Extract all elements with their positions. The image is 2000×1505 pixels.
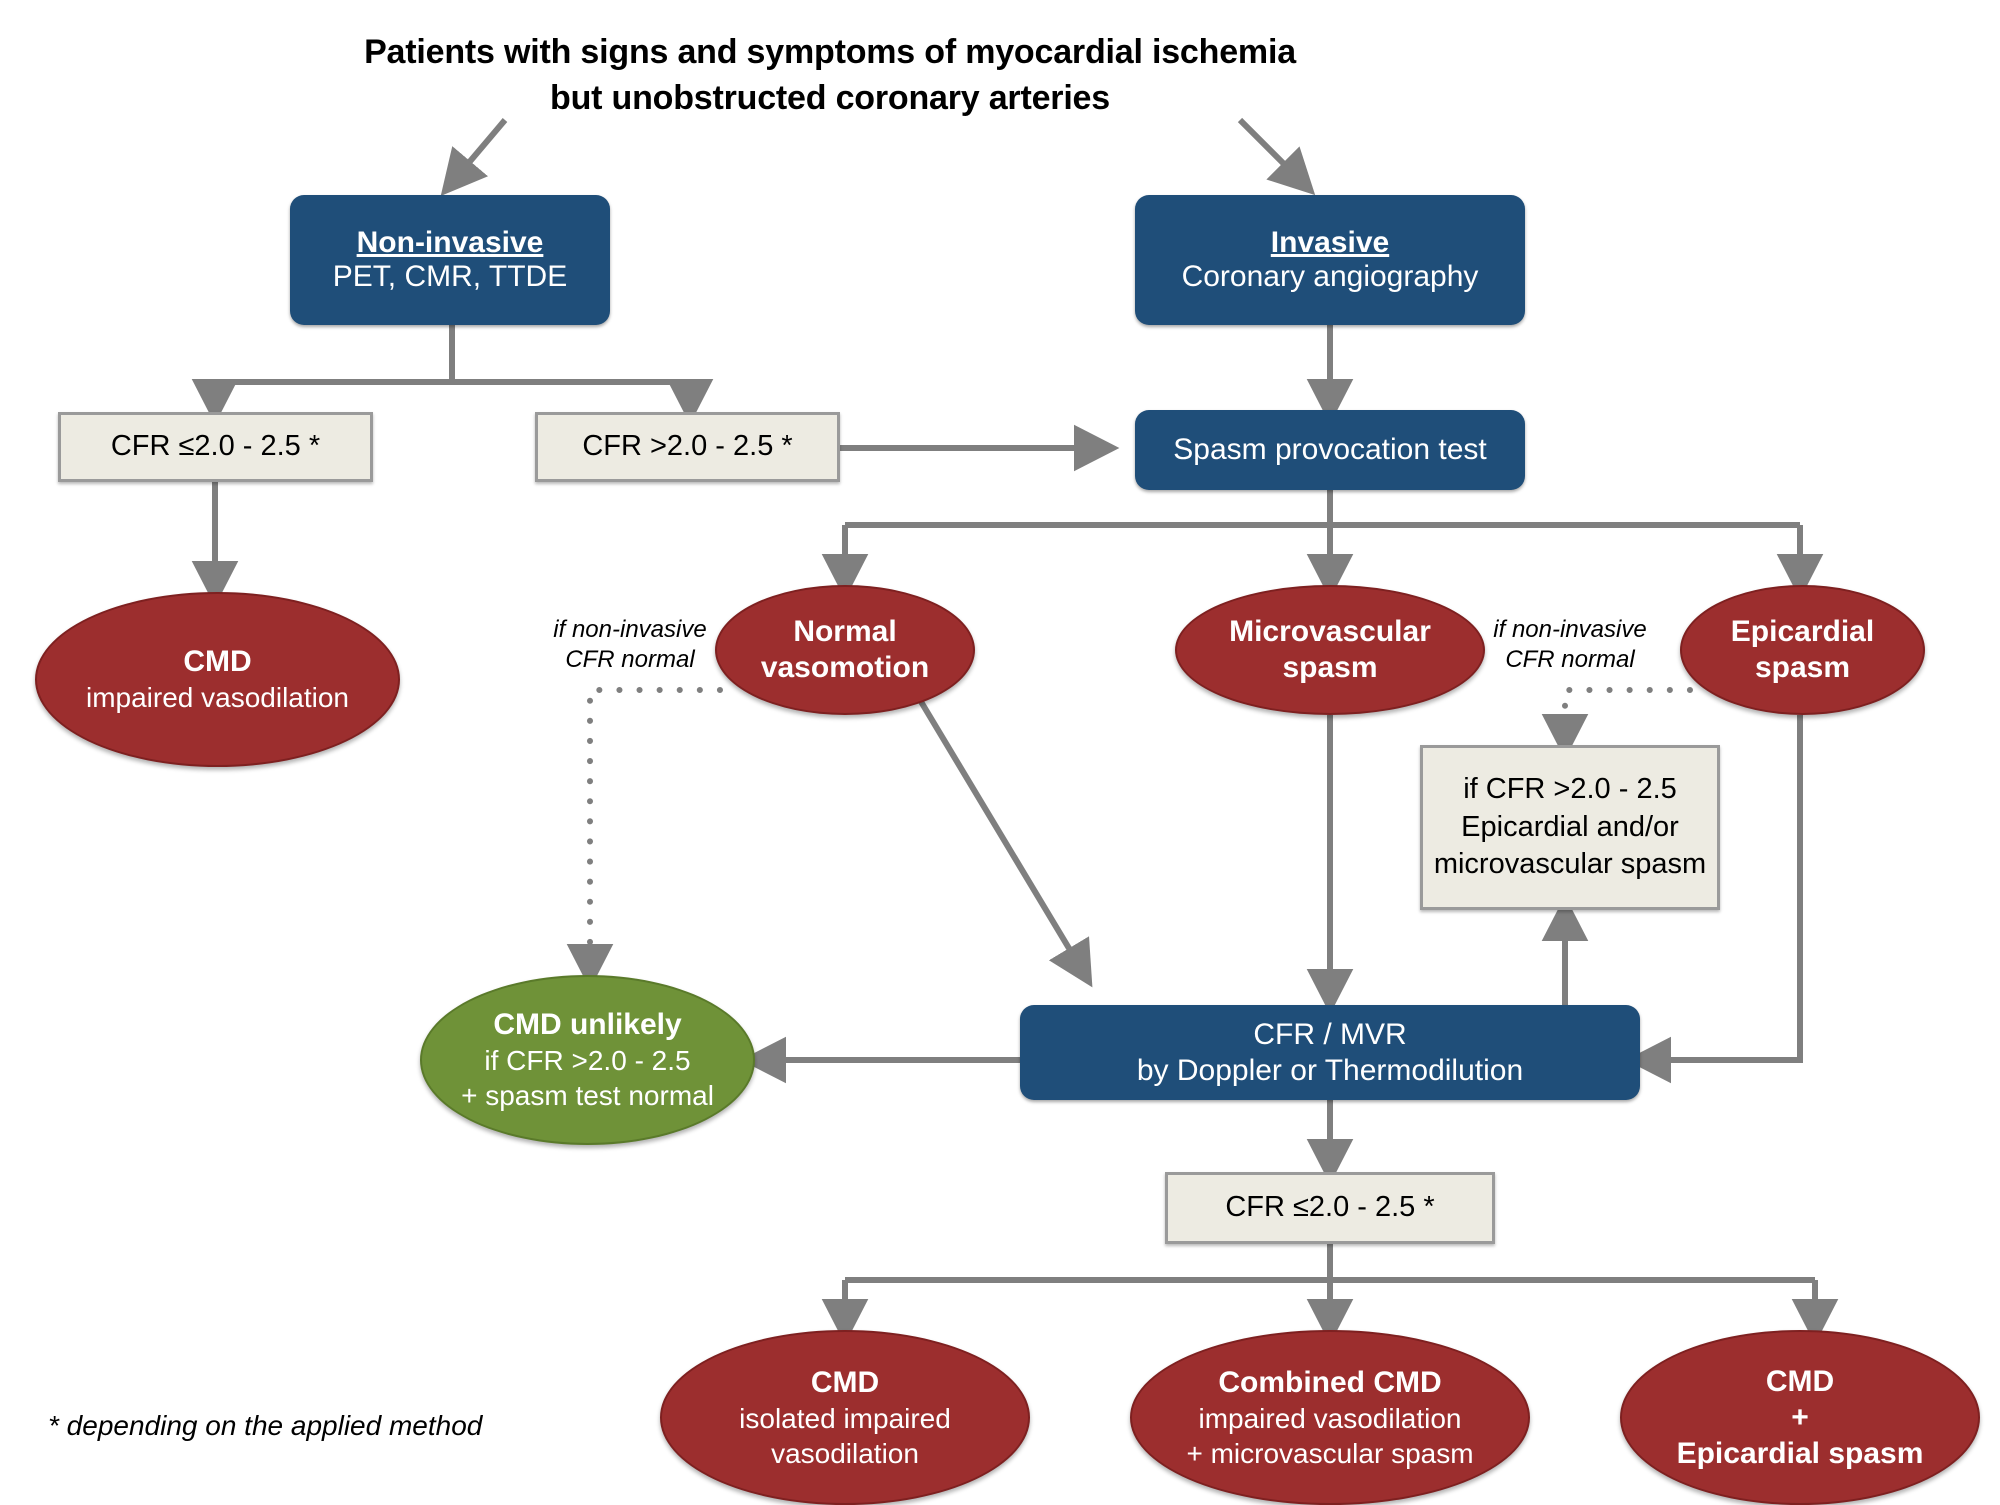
epi-micro-line-2: Epicardial and/or bbox=[1461, 810, 1679, 843]
annotation-right-if-non-invasive-cfr-normal: if non-invasive CFR normal bbox=[1470, 615, 1670, 675]
node-cmd-left-sub: impaired vasodilation bbox=[85, 682, 350, 713]
node-combined-cmd-sub-2: + microvascular spasm bbox=[1186, 1437, 1474, 1469]
node-combined-cmd-sub-1: impaired vasodilation bbox=[1198, 1402, 1462, 1434]
node-normal-vasomotion-line-2: vasomotion bbox=[760, 651, 930, 684]
node-cmd-unlikely-sub-2: + spasm test normal bbox=[461, 1080, 714, 1111]
node-cmd-unlikely-heading: CMD unlikely bbox=[493, 1008, 682, 1041]
node-non-invasive-sub: PET, CMR, TTDE bbox=[332, 260, 568, 294]
node-combined-cmd[interactable]: Combined CMD impaired vasodilation + mic… bbox=[1130, 1330, 1530, 1505]
node-cfr-mvr-heading: CFR / MVR bbox=[1253, 1018, 1407, 1052]
node-cmd-epicardial-line-2: + bbox=[1791, 1400, 1809, 1434]
node-cmd-isolated[interactable]: CMD isolated impaired vasodilation bbox=[660, 1330, 1030, 1505]
annotation-left-line-2: CFR normal bbox=[565, 646, 695, 673]
dotted-epicardial-to-epi-micro-box bbox=[1541, 687, 1693, 760]
node-non-invasive[interactable]: Non-invasive PET, CMR, TTDE bbox=[290, 195, 610, 325]
node-cfr-low-bottom[interactable]: CFR ≤2.0 - 2.5 * bbox=[1165, 1172, 1495, 1244]
node-invasive[interactable]: Invasive Coronary angiography bbox=[1135, 195, 1525, 325]
node-cmd-epicardial-line-3: Epicardial spasm bbox=[1676, 1436, 1924, 1470]
node-cfr-low-left-label: CFR ≤2.0 - 2.5 * bbox=[110, 430, 321, 463]
node-microvascular-spasm-line-2: spasm bbox=[1282, 651, 1378, 684]
node-cmd-isolated-sub-2: vasodilation bbox=[771, 1437, 919, 1469]
node-normal-vasomotion[interactable]: Normal vasomotion bbox=[715, 585, 975, 715]
epi-micro-line-1: if CFR >2.0 - 2.5 bbox=[1463, 772, 1677, 805]
node-cfr-low-bottom-label: CFR ≤2.0 - 2.5 * bbox=[1225, 1191, 1435, 1224]
node-cfr-low-left[interactable]: CFR ≤2.0 - 2.5 * bbox=[58, 412, 373, 482]
arrow-title-to-invasive bbox=[1237, 117, 1316, 196]
node-microvascular-spasm[interactable]: Microvascular spasm bbox=[1175, 585, 1485, 715]
epi-micro-line-3: microvascular spasm bbox=[1433, 848, 1707, 881]
annotation-right-line-2: CFR normal bbox=[1505, 646, 1635, 673]
node-spasm-provocation-label: Spasm provocation test bbox=[1173, 433, 1487, 467]
title-line-2: but unobstructed coronary arteries bbox=[550, 78, 1110, 117]
node-cmd-left[interactable]: CMD impaired vasodilation bbox=[35, 592, 400, 767]
annotation-left-if-non-invasive-cfr-normal: if non-invasive CFR normal bbox=[530, 615, 730, 675]
node-epicardial-microvascular-spasm-box[interactable]: if CFR >2.0 - 2.5 Epicardial and/or micr… bbox=[1420, 745, 1720, 910]
node-cmd-unlikely-sub-1: if CFR >2.0 - 2.5 bbox=[484, 1045, 691, 1076]
node-cmd-epicardial-spasm[interactable]: CMD + Epicardial spasm bbox=[1620, 1330, 1980, 1505]
node-cmd-left-heading: CMD bbox=[183, 645, 252, 678]
node-normal-vasomotion-line-1: Normal bbox=[793, 615, 897, 648]
node-microvascular-spasm-line-1: Microvascular bbox=[1229, 615, 1431, 648]
node-cfr-high-left[interactable]: CFR >2.0 - 2.5 * bbox=[535, 412, 840, 482]
node-cmd-isolated-sub-1: isolated impaired bbox=[739, 1402, 951, 1434]
node-cmd-epicardial-line-1: CMD bbox=[1765, 1364, 1835, 1398]
arrow-title-to-noninvasive bbox=[440, 118, 508, 196]
dotted-normal-vasomotion-to-cmd-unlikely bbox=[566, 687, 723, 990]
node-epicardial-spasm[interactable]: Epicardial spasm bbox=[1680, 585, 1925, 715]
node-epicardial-spasm-line-1: Epicardial bbox=[1730, 615, 1875, 648]
node-epicardial-spasm-line-2: spasm bbox=[1754, 651, 1851, 684]
page-title: Patients with signs and symptoms of myoc… bbox=[330, 30, 1330, 122]
node-invasive-heading: Invasive bbox=[1270, 225, 1390, 259]
node-spasm-provocation-test[interactable]: Spasm provocation test bbox=[1135, 410, 1525, 490]
node-combined-cmd-heading: Combined CMD bbox=[1218, 1365, 1442, 1399]
title-line-1: Patients with signs and symptoms of myoc… bbox=[364, 33, 1296, 71]
node-cmd-isolated-heading: CMD bbox=[810, 1365, 880, 1399]
annotation-left-line-1: if non-invasive bbox=[553, 616, 707, 643]
node-cfr-high-left-label: CFR >2.0 - 2.5 * bbox=[582, 430, 793, 463]
footnote: * depending on the applied method bbox=[48, 1410, 483, 1441]
annotation-right-line-1: if non-invasive bbox=[1493, 616, 1647, 643]
node-cmd-unlikely[interactable]: CMD unlikely if CFR >2.0 - 2.5 + spasm t… bbox=[420, 975, 755, 1145]
node-cfr-mvr-sub: by Doppler or Thermodilution bbox=[1136, 1053, 1524, 1087]
node-cfr-mvr[interactable]: CFR / MVR by Doppler or Thermodilution bbox=[1020, 1005, 1640, 1100]
node-invasive-sub: Coronary angiography bbox=[1181, 260, 1479, 294]
node-non-invasive-heading: Non-invasive bbox=[356, 225, 544, 259]
